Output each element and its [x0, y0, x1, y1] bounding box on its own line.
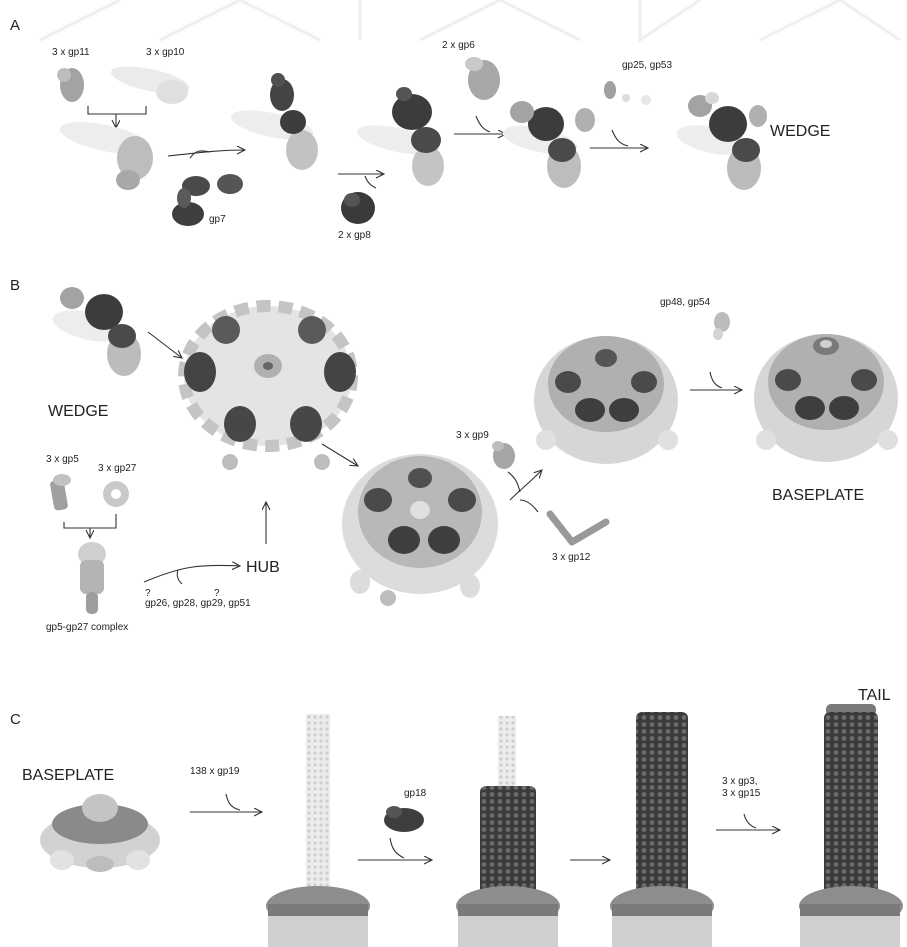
gp11-structure [57, 68, 84, 102]
wedge-structure-b [50, 287, 141, 376]
label-2x-gp6: 2 x gp6 [442, 40, 475, 51]
baseplate-structure-c [40, 794, 160, 872]
label-138x-gp19: 138 x gp19 [190, 766, 240, 777]
gp10-gp11-complex [57, 116, 153, 190]
arrow-b-1 [148, 332, 182, 358]
label-gp48-gp54: gp48, gp54 [660, 297, 710, 308]
wedge-structure-a [674, 92, 767, 190]
panel-a: A 3 x gp11 3 x gp10 gp [10, 17, 830, 241]
merge-bracket-a [88, 106, 146, 114]
panel-a-letter: A [10, 17, 20, 34]
watermark-background [40, 0, 900, 40]
label-3x-gp5: 3 x gp5 [46, 454, 79, 465]
label-hub-components: gp26, gp28, gp29, gp51 [145, 598, 251, 609]
label-3x-gp12: 3 x gp12 [552, 552, 591, 563]
label-3x-gp11: 3 x gp11 [52, 47, 90, 58]
label-3x-gp27: 3 x gp27 [98, 463, 137, 474]
label-gp25-gp53: gp25, gp53 [622, 60, 672, 71]
label-3x-gp9: 3 x gp9 [456, 430, 489, 441]
label-gp7: gp7 [209, 214, 226, 225]
arrow-b-2 [144, 565, 240, 582]
gp10-gp11-gp7-gp8-complex [354, 87, 444, 186]
partial-sheath-structure [456, 716, 560, 947]
complete-tail-structure [799, 704, 903, 947]
complex-with-gp6 [500, 101, 595, 188]
gp12-structure [550, 514, 606, 542]
label-3x-gp15: 3 x gp15 [722, 788, 761, 799]
baseplate-structure-b [754, 334, 898, 462]
label-gp18: gp18 [404, 788, 427, 799]
gp48-gp54-structure [713, 312, 730, 340]
gp7-structure [172, 174, 243, 226]
tail-tube-on-baseplate [266, 714, 370, 947]
label-2x-gp8: 2 x gp8 [338, 230, 371, 241]
baseplate-without-gp48-gp54 [534, 336, 678, 464]
panel-c: C TAIL BASEPLATE 138 x gp19 gp18 [10, 687, 903, 947]
gp9-structure [492, 441, 515, 469]
panel-c-letter: C [10, 711, 21, 728]
gp27-structure [103, 481, 129, 507]
label-wedge-b: WEDGE [48, 403, 108, 420]
panel-b: B WEDGE 3 x gp5 3 x gp27 [10, 277, 898, 633]
arrow-b-4 [510, 470, 542, 500]
full-sheath-structure [610, 712, 714, 947]
hub-wedge-baseplate [342, 454, 498, 606]
gp10-structure [109, 61, 192, 104]
merge-bracket-b [64, 514, 116, 528]
label-wedge-a: WEDGE [770, 123, 830, 140]
gp25-gp53-structures [604, 81, 651, 105]
hub-wedge-assembly [184, 306, 356, 470]
gp8-structure [341, 192, 375, 224]
label-3x-gp3: 3 x gp3, [722, 776, 758, 787]
label-tail: TAIL [858, 687, 891, 704]
label-3x-gp10: 3 x gp10 [146, 47, 185, 58]
gp6-structure [465, 57, 500, 100]
label-hub: HUB [246, 559, 280, 576]
gp10-gp11-gp7-complex [228, 73, 318, 170]
gp5-gp27-complex-structure [78, 542, 106, 614]
label-baseplate-b: BASEPLATE [772, 487, 864, 504]
panel-b-letter: B [10, 277, 20, 294]
gp18-structure [384, 806, 424, 832]
label-gp5-gp27-complex: gp5-gp27 complex [46, 622, 128, 633]
label-baseplate-c: BASEPLATE [22, 767, 114, 784]
gp5-structure [50, 474, 71, 511]
